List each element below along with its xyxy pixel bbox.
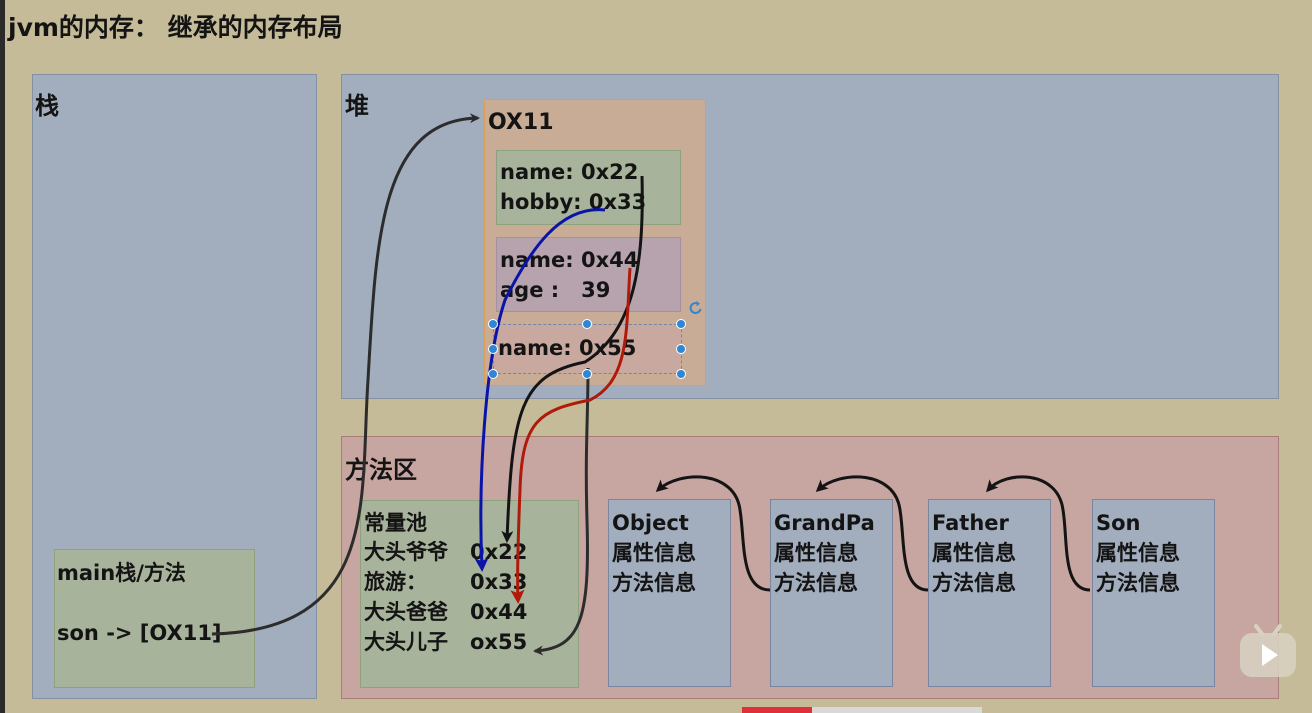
resize-handle[interactable] [676,319,686,329]
video-progress-fill [742,707,812,713]
constant-entry-addr: ox55 [470,630,528,654]
resize-handle[interactable] [488,369,498,379]
class-name-son: Son [1096,511,1141,535]
constant-entry-name: 旅游： [364,570,427,594]
resize-handle[interactable] [488,344,498,354]
father-name-field: name: 0x44 [500,248,639,272]
class-props-father: 属性信息 [932,541,1016,565]
bilibili-tv-icon [1240,624,1296,677]
class-name-object: Object [612,511,689,535]
page-title: jvm的内存： 继承的内存布局 [8,13,343,42]
constant-entry-name: 大头儿子 [364,630,448,654]
grandpa-hobby-field: hobby: 0x33 [500,190,647,214]
class-name-grandpa: GrandPa [774,511,875,535]
father-age-field: age : 39 [500,278,611,302]
constant-pool-title: 常量池 [364,511,427,535]
constant-entry-addr: 0x22 [470,540,528,564]
constant-entry-addr: 0x44 [470,600,528,624]
class-props-object: 属性信息 [612,541,696,565]
resize-handle[interactable] [488,319,498,329]
resize-handle[interactable] [582,369,592,379]
class-methods-grandpa: 方法信息 [774,571,858,595]
class-methods-son: 方法信息 [1096,571,1180,595]
method-area-label: 方法区 [345,456,417,484]
resize-handle[interactable] [582,319,592,329]
class-props-son: 属性信息 [1096,541,1180,565]
constant-entry-name: 大头爸爸 [364,600,448,624]
class-methods-object: 方法信息 [612,571,696,595]
son-reference: son -> [OX11] [57,621,222,645]
resize-handle[interactable] [676,344,686,354]
class-props-grandpa: 属性信息 [774,541,858,565]
window-edge [0,0,5,713]
heap-panel [341,74,1279,399]
object-address: OX11 [488,110,554,135]
class-methods-father: 方法信息 [932,571,1016,595]
video-progress-bar[interactable] [742,707,982,713]
stack-label: 栈 [35,92,59,120]
class-name-father: Father [932,511,1009,535]
main-frame-title: main栈/方法 [57,561,186,585]
grandpa-name-field: name: 0x22 [500,160,639,184]
class-box-son [1092,499,1215,687]
son-name-field: name: 0x55 [498,336,637,360]
constant-entry-name: 大头爷爷 [364,540,448,564]
heap-label: 堆 [345,92,369,120]
resize-handle[interactable] [676,369,686,379]
constant-entry-addr: 0x33 [470,570,528,594]
rotate-handle-icon[interactable] [688,300,704,316]
